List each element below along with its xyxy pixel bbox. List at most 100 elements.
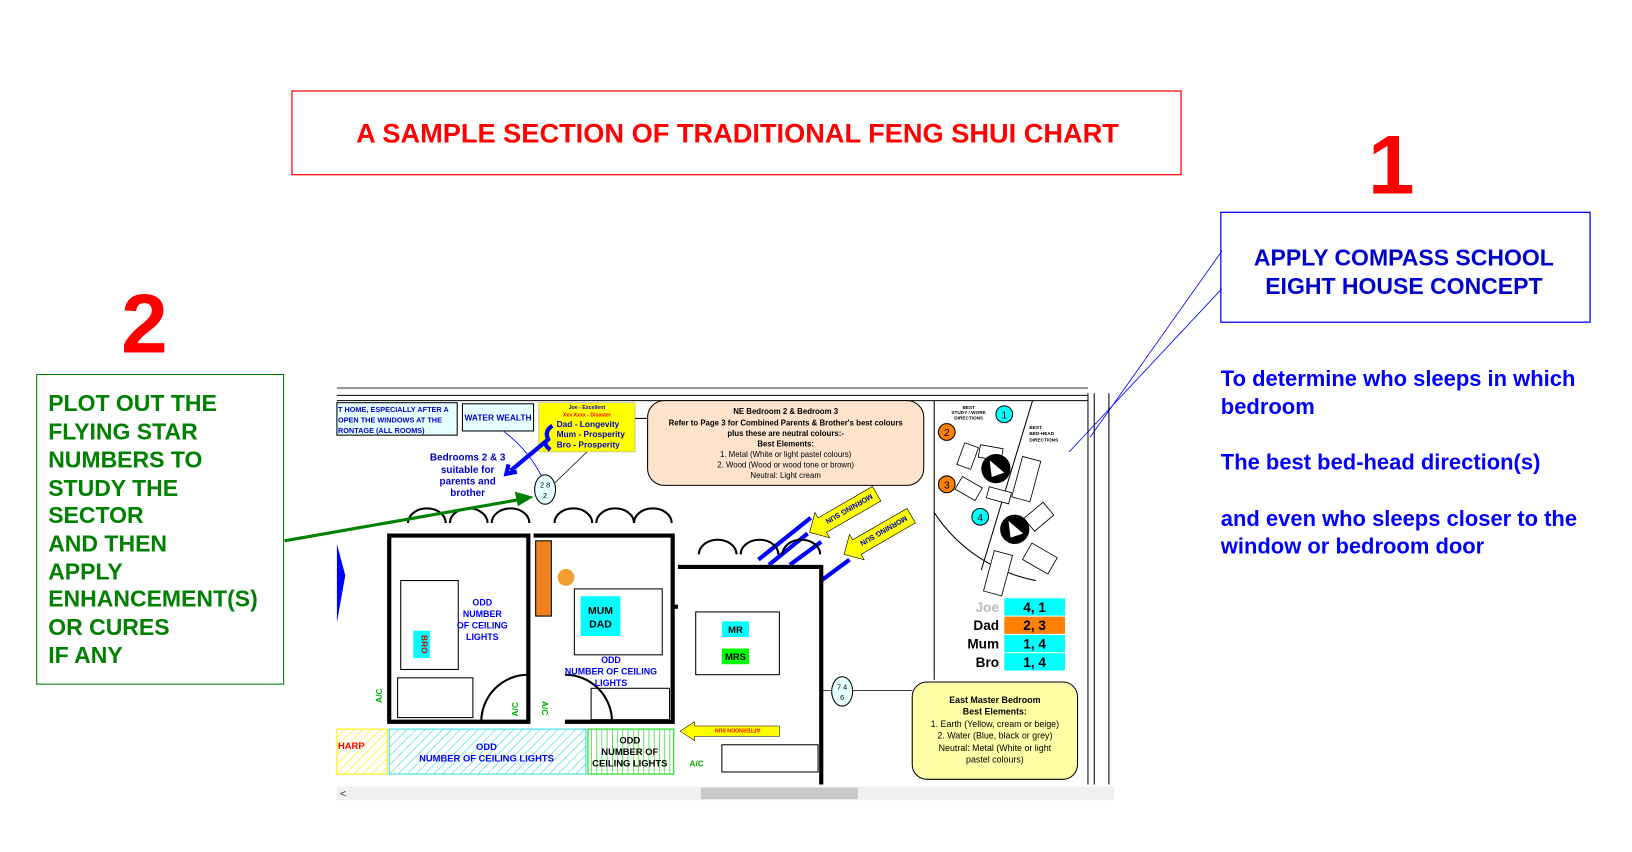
direction-value-cell <box>1004 653 1065 671</box>
scrollbar-thumb[interactable] <box>700 787 858 800</box>
compass-number: 4 <box>977 513 983 524</box>
green-arrow-head <box>514 491 534 507</box>
compass-school-box <box>1220 211 1591 323</box>
compass-number: 1 <box>1001 410 1007 421</box>
bedrooms-note-line: Bedrooms 2 & 3 <box>430 452 506 463</box>
direction-value: 1, 4 <box>1023 655 1046 670</box>
direction-value-cell <box>1004 616 1065 634</box>
family-line: Joe - Excellent <box>569 405 606 411</box>
direction-value: 2, 3 <box>1023 618 1046 633</box>
ne-box-line: 1. Metal (White or light pastel colours) <box>720 450 852 459</box>
directions-row: Joe 4, 1 <box>976 598 1065 616</box>
odd-lights-label: NUMBER OF CEILING <box>565 667 657 677</box>
east-box-line: 2. Water (Blue, black or grey) <box>937 731 1052 741</box>
directions-row: Dad 2, 3 <box>973 616 1065 634</box>
study-label: STUDY / WORK <box>951 410 986 415</box>
family-line: Mum - Prosperity <box>557 429 626 439</box>
cabinet <box>721 744 819 773</box>
study-label: BEST <box>962 405 975 410</box>
family-line: Dad - Longevity <box>557 419 620 429</box>
sharp-zone <box>336 728 388 775</box>
flying-star-line: NUMBERS TO <box>48 447 202 473</box>
direction-person: Dad <box>973 618 999 633</box>
water-wealth-box <box>461 403 535 432</box>
compass-number-badge <box>971 507 990 526</box>
step1-note: and even who sleeps closer to the <box>1221 506 1577 531</box>
window-note-line: T HOME, ESPECIALLY AFTER A <box>338 405 450 414</box>
compass-needle-icon <box>1008 520 1024 538</box>
bro-label: BRO <box>420 635 430 654</box>
scroll-left-arrow[interactable]: < <box>340 789 346 800</box>
compass-number-badge <box>995 405 1014 424</box>
mr-label: MR <box>728 624 743 635</box>
windows <box>406 507 822 555</box>
doors <box>480 673 614 722</box>
bro-label-bg <box>413 630 431 658</box>
star-numbers: 7 4 <box>837 682 847 691</box>
compass-school-line: EIGHT HOUSE CONCEPT <box>1265 273 1542 299</box>
flying-star-line: OR CURES <box>48 614 169 640</box>
afternoon-sun-label: AFTERNOON SUN <box>715 727 761 733</box>
direction-value: 1, 4 <box>1023 637 1046 652</box>
ne-box-line: Best Elements: <box>757 440 814 449</box>
flying-star-box <box>36 373 285 685</box>
study-label: DIRECTIONS <box>954 415 983 420</box>
window-note-line: OPEN THE WINDOWS AT THE <box>338 416 442 425</box>
ne-box-line: NE Bedroom 2 & Bedroom 3 <box>733 407 838 416</box>
odd-lights-label: NUMBER OF <box>601 746 658 757</box>
connector-line <box>1089 250 1223 438</box>
bed-label: BED-HEAD <box>1029 431 1054 436</box>
flying-star-line: STUDY THE <box>48 475 178 501</box>
east-master-box <box>911 681 1079 780</box>
east-box-line: East Master Bedroom <box>949 695 1040 705</box>
odd-lights-label: ODD <box>619 735 640 746</box>
direction-value: 4, 1 <box>1023 600 1046 615</box>
compass-needle-icon <box>989 460 1005 477</box>
family-line: Bro - Prosperity <box>557 440 621 450</box>
direction-person: Mum <box>967 637 999 652</box>
step1-note: window or bedroom door <box>1220 533 1485 558</box>
step-number-1: 1 <box>1368 118 1415 212</box>
flying-star-line: SECTOR <box>48 502 144 528</box>
bracket-arrow <box>503 423 554 477</box>
compass-number-badge <box>937 475 956 494</box>
compass-number: 2 <box>944 428 950 439</box>
flying-star-bubble <box>831 676 854 707</box>
water-wealth-label: WATER WEALTH <box>464 413 531 423</box>
odd-lights-label: ODD <box>472 598 492 608</box>
odd-lights-label: CEILING LIGHTS <box>592 758 667 769</box>
flying-star-text: PLOT OUT THE FLYING STAR NUMBERS TO STUD… <box>48 390 258 668</box>
connector-line <box>1068 288 1223 453</box>
compass-number: 3 <box>944 481 950 492</box>
cabinet <box>590 687 671 721</box>
odd-lights-label: LIGHTS <box>466 632 499 642</box>
odd-lights-label: LIGHTS <box>595 678 628 688</box>
mrs-label-bg <box>721 648 750 665</box>
flying-star-line: APPLY <box>48 559 123 585</box>
title-box <box>291 90 1182 176</box>
ac-label: A/C <box>374 689 384 703</box>
ac-label: A/C <box>510 702 520 716</box>
page-title: A SAMPLE SECTION OF TRADITIONAL FENG SHU… <box>356 117 1119 148</box>
walls <box>387 533 824 785</box>
mum-dad-label-bg <box>580 596 621 636</box>
directions-row: Mum 1, 4 <box>967 634 1065 653</box>
east-box-line: 1. Earth (Yellow, cream or beige) <box>931 719 1059 729</box>
odd-lights-label: ODD <box>476 741 497 752</box>
bedrooms-note-line: parents and <box>440 476 496 487</box>
odd-lights-label: NUMBER OF CEILING LIGHTS <box>419 753 554 764</box>
compass-school-line: APPLY COMPASS SCHOOL <box>1254 245 1554 271</box>
odd-lights-label: OF CEILING <box>457 621 508 631</box>
bedrooms-note-line: brother <box>450 488 485 499</box>
flying-star-line: FLYING STAR <box>48 418 198 444</box>
cabinet <box>397 677 474 719</box>
east-box-line: pastel colours) <box>966 755 1024 765</box>
sharp-label: HARP <box>338 740 365 751</box>
flying-star-line: ENHANCEMENT(S) <box>48 586 258 612</box>
flying-star-bubble <box>534 474 557 505</box>
mum-dad-label: MUM <box>588 606 613 617</box>
green-pointer-arrow <box>284 497 524 543</box>
direction-person: Joe <box>976 600 1000 615</box>
